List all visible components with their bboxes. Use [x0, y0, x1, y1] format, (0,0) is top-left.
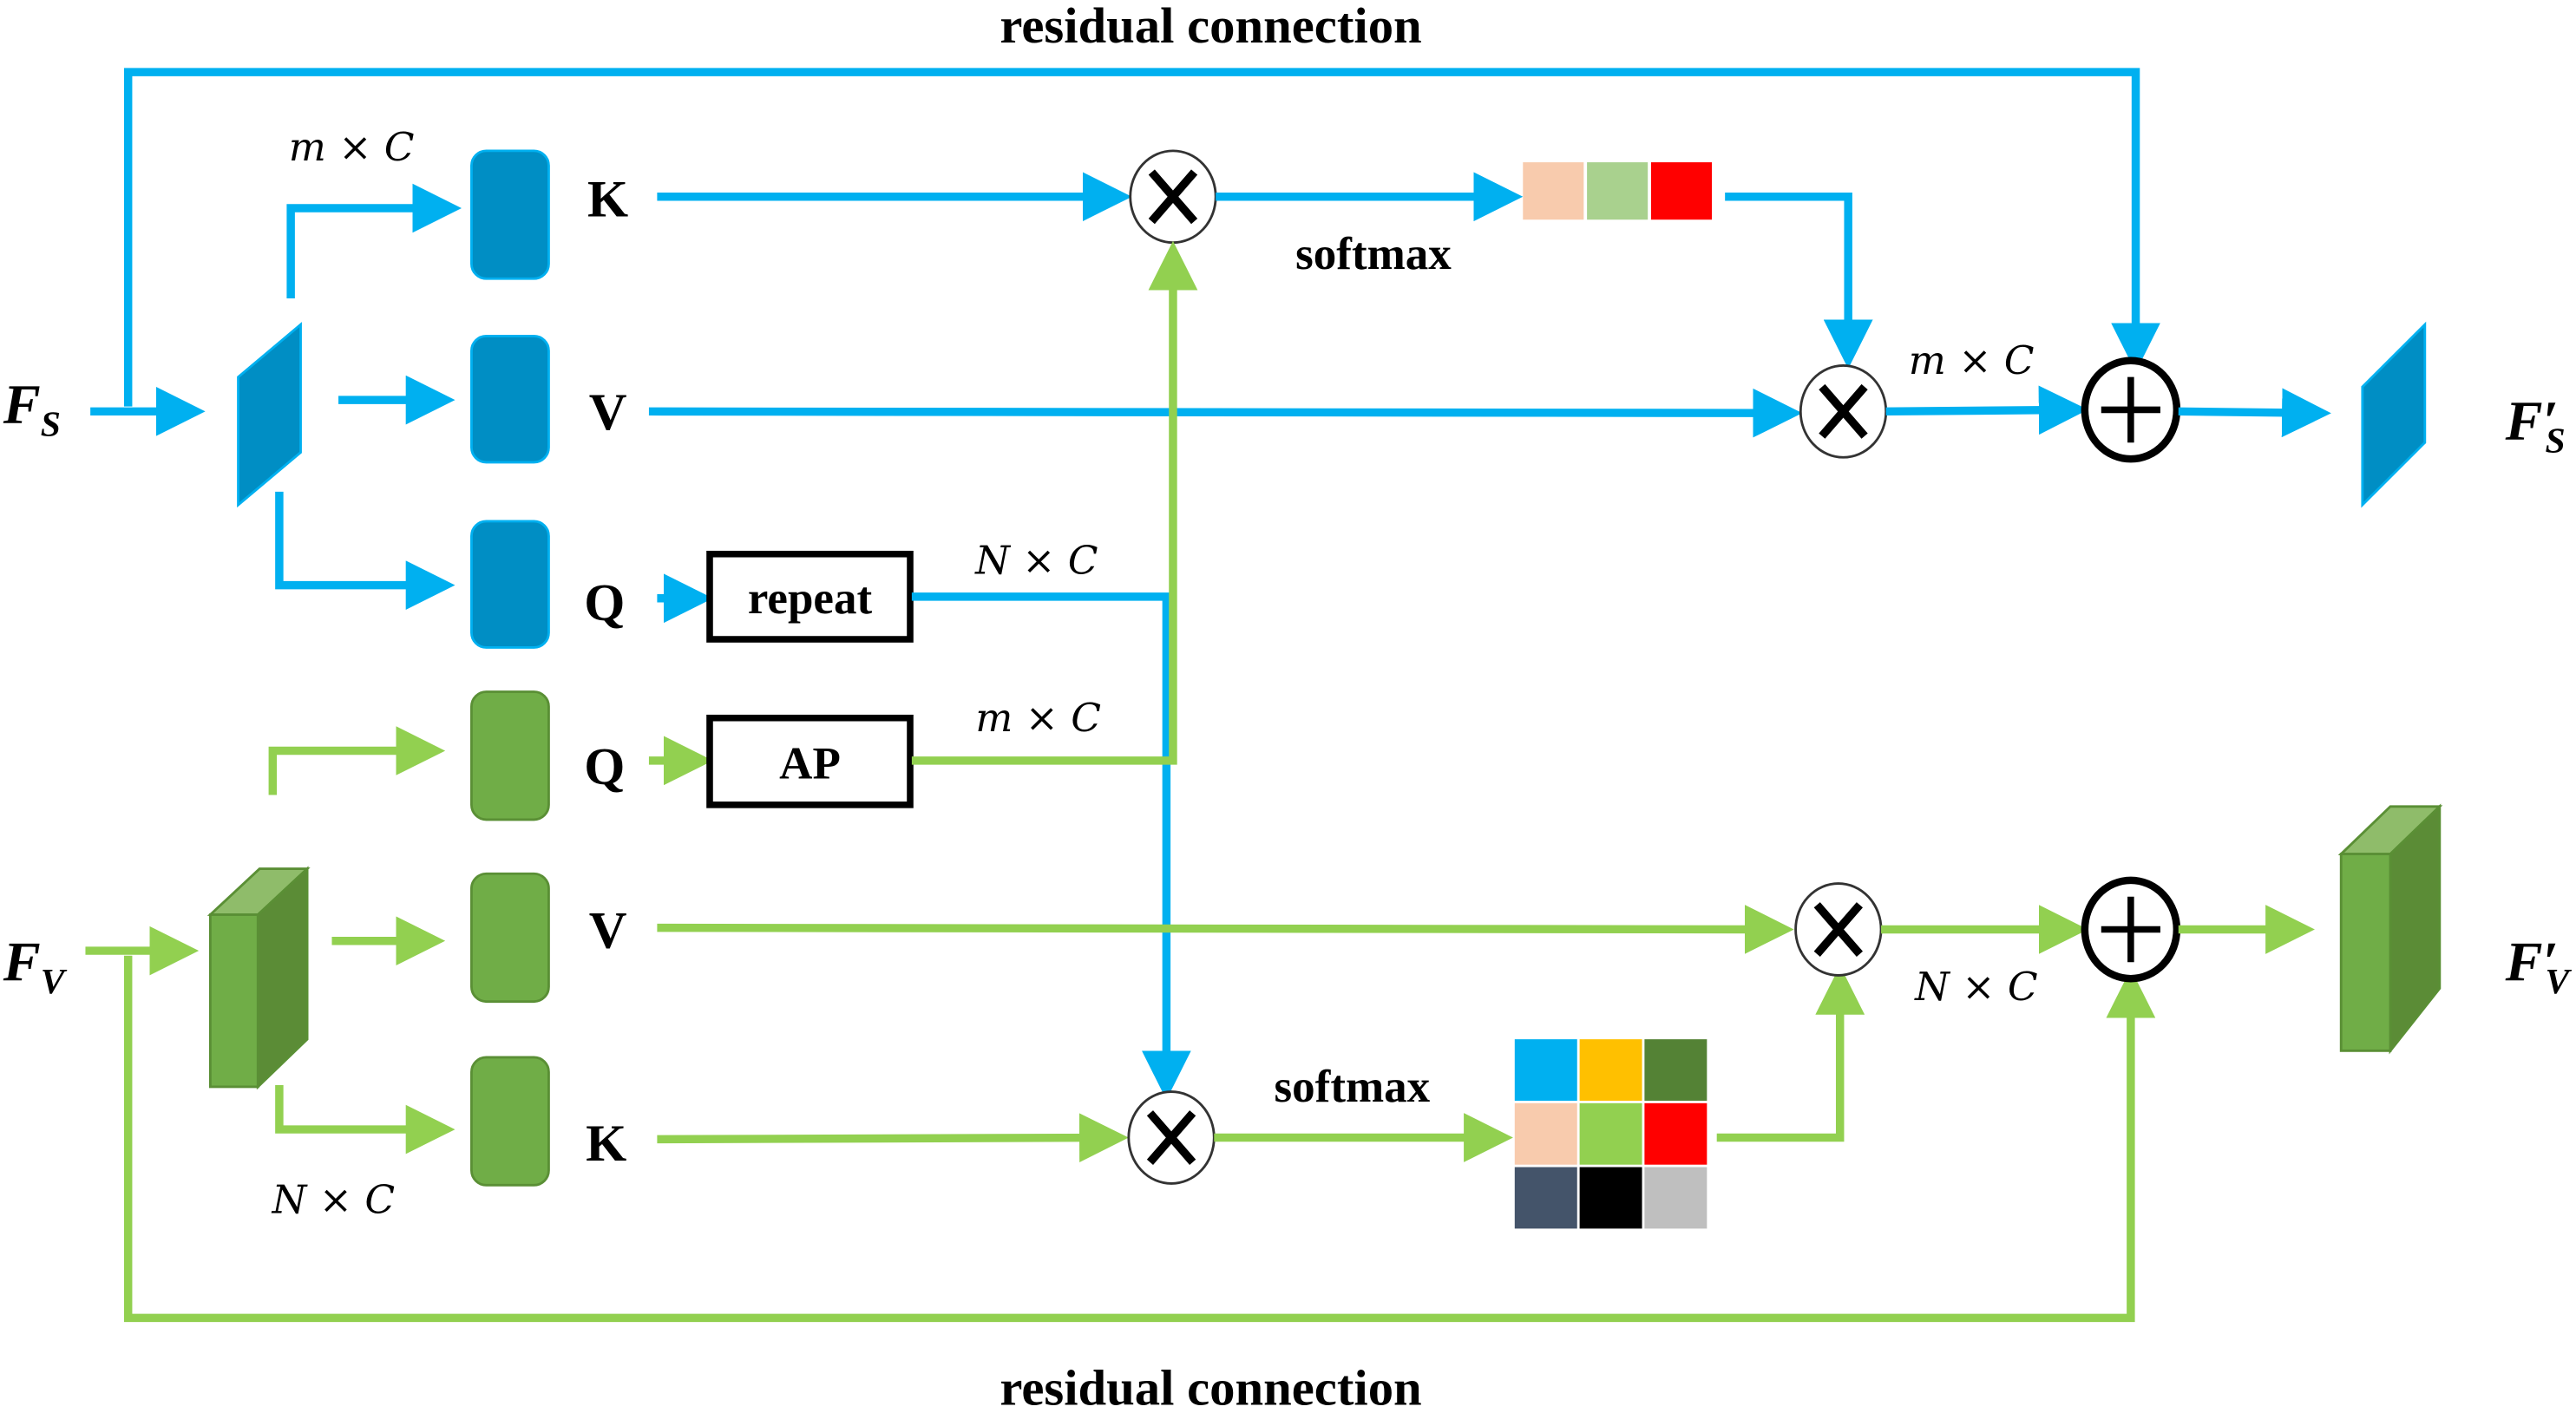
dim-v-attn-out: N × C — [1914, 964, 2037, 1010]
ap-op-box — [706, 714, 914, 808]
v-softmax-to-mult — [1716, 965, 1865, 1142]
s-q-block — [470, 520, 550, 649]
softmax-top-label: softmax — [1295, 229, 1452, 279]
v-k-to-mult — [657, 1113, 1129, 1163]
dim-ap-out: m × C — [975, 695, 1101, 741]
v-input-feature — [206, 866, 311, 1090]
softmax-attention-matrix — [1514, 1039, 1708, 1229]
softmax-matrix-cell — [1644, 1102, 1708, 1165]
s-add-to-output — [2178, 388, 2331, 438]
v-q-block — [470, 690, 550, 821]
dim-s-attn-out: m × C — [1909, 337, 2035, 383]
ap-to-top-mult — [911, 240, 1198, 765]
input-v-label: FV — [3, 931, 68, 1002]
softmax-matrix-cell — [1514, 1039, 1577, 1101]
v-k-block — [470, 1056, 550, 1187]
circled-times-icon — [1799, 364, 1888, 459]
s-k-label: K — [587, 171, 628, 229]
s-softmax-to-mult — [1725, 193, 1873, 370]
softmax-matrix-cell — [1514, 1102, 1577, 1165]
output-v-label: F′V — [2505, 931, 2573, 1002]
s-branch-k — [286, 183, 462, 298]
circled-times-icon — [1129, 149, 1217, 245]
softmax-vector-cell — [1523, 162, 1584, 220]
top-residual-label: residual connection — [1000, 0, 1421, 54]
s-q-label: Q — [584, 573, 625, 631]
v-output-feature — [2337, 803, 2443, 1055]
dim-repeat-out: N × C — [974, 537, 1098, 583]
s-v-block — [470, 334, 550, 464]
s-branch-q — [275, 491, 456, 611]
v-q-label: Q — [584, 737, 625, 795]
v-branch-k — [275, 1085, 456, 1155]
softmax-attention-vector — [1523, 162, 1713, 220]
softmax-matrix-cell — [1579, 1039, 1642, 1101]
repeat-to-bottom-mult — [911, 592, 1191, 1101]
output-s-label: F′S — [2505, 390, 2566, 461]
v-v-to-mult — [657, 905, 1794, 954]
v-k-label: K — [586, 1115, 626, 1173]
softmax-vector-cell — [1587, 162, 1649, 220]
circled-times-icon — [1794, 882, 1883, 977]
circled-plus-icon — [2081, 357, 2181, 463]
s-v-label: V — [589, 383, 627, 442]
v-v-label: V — [589, 901, 627, 959]
softmax-matrix-cell — [1644, 1167, 1708, 1229]
v-v-block — [470, 872, 550, 1004]
softmax-matrix-cell — [1579, 1102, 1642, 1165]
softmax-matrix-cell — [1644, 1039, 1708, 1101]
circled-times-icon — [1127, 1090, 1216, 1185]
s-output-feature — [2361, 321, 2427, 508]
s-residual-line — [123, 68, 2160, 407]
dim-s-input: m × C — [289, 124, 415, 170]
softmax-bottom-label: softmax — [1275, 1062, 1431, 1112]
s-k-block — [470, 149, 550, 280]
v-residual-line — [123, 955, 2156, 1323]
ap-op-label: AP — [779, 739, 841, 789]
s-v-to-mult — [648, 388, 1803, 438]
softmax-vector-cell — [1650, 162, 1713, 220]
input-s-label: FS — [3, 374, 61, 445]
softmax-matrix-cell — [1514, 1167, 1577, 1229]
v-branch-q — [268, 726, 446, 795]
repeat-op-label: repeat — [748, 573, 873, 624]
circled-plus-icon — [2081, 876, 2181, 983]
s-mult-to-add — [1885, 385, 2088, 435]
dim-v-input: N × C — [272, 1176, 395, 1222]
softmax-matrix-cell — [1579, 1167, 1642, 1229]
s-input-feature — [237, 322, 302, 508]
repeat-op-box — [706, 550, 914, 643]
bottom-residual-label: residual connection — [1000, 1360, 1421, 1413]
